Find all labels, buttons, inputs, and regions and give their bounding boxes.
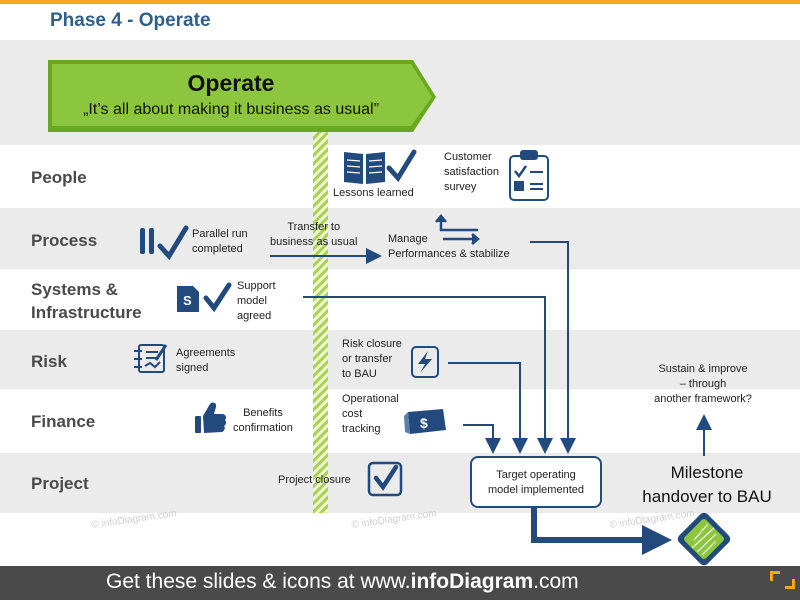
check-icon xyxy=(386,149,417,183)
svg-text:$: $ xyxy=(420,415,428,431)
agreements-label: Agreements signed xyxy=(176,347,236,374)
timeline-pole xyxy=(313,128,328,513)
project-closure-label: Project closure xyxy=(278,474,351,486)
svg-text:S: S xyxy=(183,293,192,308)
row-label-risk: Risk xyxy=(31,352,67,371)
footer-brand: infoDiagram xyxy=(410,570,534,593)
signed-document-icon xyxy=(134,344,168,373)
row-band-risk xyxy=(0,330,800,390)
lessons-learned-label: Lessons learned xyxy=(333,187,414,199)
banner-title: Operate xyxy=(187,70,275,96)
parallel-run-label: Parallel run completed xyxy=(192,228,248,255)
check-icon xyxy=(203,282,232,313)
target-model-box xyxy=(470,456,602,508)
lightning-icon xyxy=(411,346,439,378)
transfer-bau-label: Transfer to business as usual xyxy=(270,221,358,248)
book-icon xyxy=(344,152,385,184)
operate-banner xyxy=(52,64,432,126)
page-title: Phase 4 - Operate xyxy=(50,10,211,31)
footer-link[interactable]: Get these slides & icons at www.infoDiag… xyxy=(106,570,579,594)
svg-text:© infoDiagram.com: © infoDiagram.com xyxy=(609,508,695,531)
footer-bar xyxy=(0,566,800,600)
benefits-label: Benefits confirmation xyxy=(233,407,293,434)
row-label-systems: Systems & Infrastructure xyxy=(31,280,142,322)
row-label-process: Process xyxy=(31,231,98,250)
sustain-label: Sustain & improve – through another fram… xyxy=(654,363,752,405)
document-s-icon: S xyxy=(177,286,199,312)
clipboard-icon xyxy=(509,150,549,201)
manage-performance-label: Manage Performances & stabilize xyxy=(388,233,510,260)
banner-subtitle: „It’s all about making it business as us… xyxy=(83,101,379,118)
transfer-arrows-icon xyxy=(435,214,480,245)
svg-text:© infoDiagram.com: © infoDiagram.com xyxy=(91,508,177,531)
customer-survey-label: Customer satisfaction survey xyxy=(444,151,500,193)
thumbs-up-icon xyxy=(195,402,227,433)
row-label-people: People xyxy=(31,168,87,187)
check-icon xyxy=(157,225,189,261)
row-label-finance: Finance xyxy=(31,412,96,431)
target-model-label: Target operating model implemented xyxy=(488,469,584,496)
diamond-milestone-icon xyxy=(677,512,731,566)
top-accent-bar xyxy=(0,0,800,4)
svg-text:© infoDiagram.com: © infoDiagram.com xyxy=(351,508,437,531)
footer-suffix: .com xyxy=(533,570,579,593)
milestone-label: Milestone handover to BAU xyxy=(642,463,772,506)
support-model-label: Support model agreed xyxy=(237,280,276,322)
row-band-process xyxy=(0,208,800,270)
dollar-bill-icon: $ xyxy=(404,409,446,434)
footer-prefix: Get these slides & icons at www. xyxy=(106,570,411,593)
risk-closure-label: Risk closure or transfer to BAU xyxy=(342,338,402,380)
operational-cost-label: Operational cost tracking xyxy=(342,393,399,435)
row-label-project: Project xyxy=(31,474,89,493)
pause-icon xyxy=(140,228,154,254)
checkbox-icon xyxy=(367,461,403,497)
